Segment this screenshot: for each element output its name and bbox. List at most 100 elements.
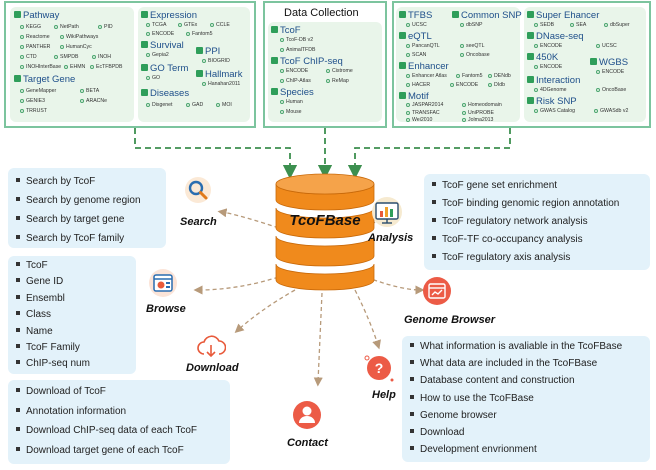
source-item: PANTHER xyxy=(20,44,50,51)
source-item: UniPROBE xyxy=(462,110,494,117)
analysis-icon[interactable] xyxy=(370,196,404,228)
checkbox-icon xyxy=(196,47,203,54)
checkbox-icon xyxy=(14,11,21,18)
browse-field[interactable]: Ensembl xyxy=(16,291,128,307)
source-item: Homeodomain xyxy=(462,102,502,109)
browse-field[interactable]: TcoF Family xyxy=(16,340,128,356)
checkbox-icon xyxy=(196,70,203,77)
search-label[interactable]: Search xyxy=(180,216,217,228)
source-item: GO xyxy=(146,75,160,82)
source-item: KEGG xyxy=(20,24,41,31)
help-topic[interactable]: What information is avaliable in the Tco… xyxy=(410,338,642,355)
contact-label[interactable]: Contact xyxy=(287,437,328,449)
search-option[interactable]: Search by genome region xyxy=(16,191,158,210)
checkbox-icon xyxy=(527,32,534,39)
help-topic[interactable]: What data are included in the TcoFBase xyxy=(410,355,642,372)
source-item: DENdb xyxy=(488,73,511,80)
checkbox-icon xyxy=(141,64,148,71)
checkbox-icon xyxy=(271,88,278,95)
ppi-header: PPI xyxy=(196,46,220,57)
source-item: TCGA xyxy=(146,22,166,29)
source-item: WikiPathways xyxy=(60,34,98,41)
source-item: Gepia2 xyxy=(146,52,169,59)
tfbs-panel: TFBS UCSC Common SNP dbSNP eQTL PancanQT… xyxy=(396,7,522,123)
browse-field[interactable]: Name xyxy=(16,324,128,340)
download-icon[interactable] xyxy=(196,334,226,360)
help-icon[interactable]: ? xyxy=(362,352,396,384)
analysis-option[interactable]: TcoF regulatory axis analysis xyxy=(432,249,642,267)
download-option[interactable]: Download of TcoF xyxy=(16,382,222,402)
checkbox-icon xyxy=(399,11,406,18)
analysis-options-box: TcoF gene set enrichment TcoF binding ge… xyxy=(424,174,650,270)
browse-field[interactable]: Gene ID xyxy=(16,274,128,290)
download-option[interactable]: Annotation information xyxy=(16,402,222,422)
analysis-option[interactable]: TcoF gene set enrichment xyxy=(432,177,642,195)
source-item: TRANSFAC xyxy=(406,110,440,117)
help-topic[interactable]: Database content and construction xyxy=(410,372,642,389)
download-option[interactable]: Download ChIP-seq data of each TcoF xyxy=(16,421,222,441)
help-label[interactable]: Help xyxy=(372,389,396,401)
source-item: Fantom5 xyxy=(186,31,212,38)
search-option[interactable]: Search by TcoF xyxy=(16,172,158,191)
search-option[interactable]: Search by target gene xyxy=(16,210,158,229)
analysis-option[interactable]: TcoF-TF co-occupancy analysis xyxy=(432,231,642,249)
contact-icon[interactable] xyxy=(292,400,322,430)
source-item: ENCODE xyxy=(596,69,624,76)
data-collection-title: Data Collection xyxy=(284,7,359,19)
help-topic[interactable]: How to use the TcoFBase xyxy=(410,390,642,407)
download-option[interactable]: Download target gene of each TcoF xyxy=(16,441,222,461)
source-item: GTEx xyxy=(178,22,197,29)
help-topic[interactable]: Genome browser xyxy=(410,407,642,424)
source-item: GWASdb v2 xyxy=(594,108,628,115)
checkbox-icon xyxy=(399,62,406,69)
checkbox-icon xyxy=(452,11,459,18)
source-item: PID xyxy=(98,24,113,31)
dnase-seq-header: DNase-seq xyxy=(527,31,584,42)
help-topic[interactable]: Development envrionment xyxy=(410,441,642,458)
checkbox-icon xyxy=(399,32,406,39)
source-item: BIOGRID xyxy=(202,58,230,65)
source-item: INOHInterBase xyxy=(20,64,61,71)
source-item: GAD xyxy=(186,102,203,109)
checkbox-icon xyxy=(271,26,278,33)
checkbox-icon xyxy=(141,41,148,48)
link-help xyxy=(354,289,381,350)
source-item: UCSC xyxy=(596,43,617,50)
source-item: dbSuper xyxy=(604,22,630,29)
expression-panel: Expression TCGA GTEx CCLE ENCODE Fantom5… xyxy=(138,7,250,122)
species-header: Species xyxy=(271,87,314,98)
checkbox-icon xyxy=(527,11,534,18)
source-item: Mouse xyxy=(280,109,302,116)
analysis-label[interactable]: Analysis xyxy=(368,232,414,244)
source-item: CCLE xyxy=(210,22,230,29)
browse-field[interactable]: ChIP-seq num xyxy=(16,356,128,372)
common-snp-header: Common SNP xyxy=(452,10,522,21)
source-item: HACER xyxy=(406,82,430,89)
diseases-header: Diseases xyxy=(141,88,189,99)
analysis-option[interactable]: TcoF regulatory network analysis xyxy=(432,213,642,231)
source-item: SEA xyxy=(570,22,586,29)
search-options-box: Search by TcoF Search by genome region S… xyxy=(8,168,166,248)
source-item: BETA xyxy=(80,88,99,95)
source-item: Disgenet xyxy=(146,102,172,109)
download-label[interactable]: Download xyxy=(186,362,239,374)
checkbox-icon xyxy=(141,89,148,96)
download-options-box: Download of TcoF Annotation information … xyxy=(8,380,230,464)
genome-browser-icon[interactable] xyxy=(422,276,452,306)
source-item: SMPDB xyxy=(54,54,78,61)
browse-icon[interactable] xyxy=(148,268,178,298)
genome-browser-label[interactable]: Genome Browser xyxy=(404,314,496,326)
help-topic[interactable]: Download xyxy=(410,424,642,441)
source-item: DIdb xyxy=(488,82,505,89)
browse-label[interactable]: Browse xyxy=(146,303,186,315)
analysis-option[interactable]: TcoF binding genomic region annotation xyxy=(432,195,642,213)
search-icon[interactable] xyxy=(184,176,212,204)
source-item: UCSC xyxy=(406,22,427,29)
browse-field[interactable]: TcoF xyxy=(16,258,128,274)
source-item: Oncobase xyxy=(460,52,490,59)
source-item: INOH xyxy=(92,54,111,61)
source-item: ChIP-Atlas xyxy=(280,78,311,85)
search-option[interactable]: Search by TcoF family xyxy=(16,229,158,248)
tcof-header: TcoF xyxy=(271,25,301,36)
browse-field[interactable]: Class xyxy=(16,307,128,323)
